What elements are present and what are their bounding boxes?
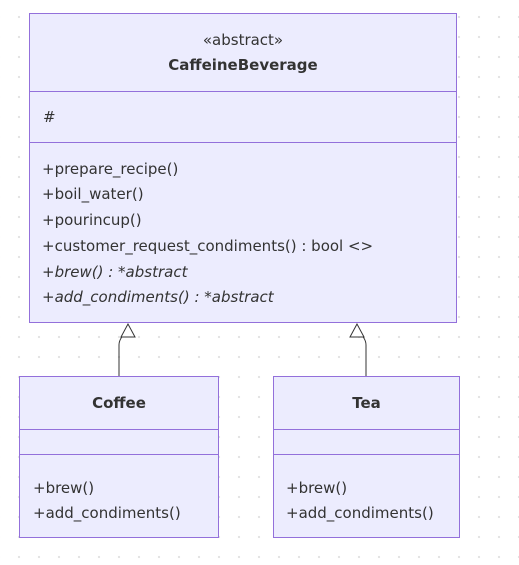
class-coffee[interactable]: Coffee +brew() +add_condiments()	[19, 376, 219, 538]
tea-inheritance-line	[357, 331, 367, 376]
attribute-item: #	[43, 108, 56, 126]
method-item: +boil_water()	[42, 185, 144, 203]
method-item: +brew()	[286, 479, 348, 497]
methods-section: +brew() +add_condiments()	[274, 454, 459, 537]
method-item: +brew()	[33, 479, 95, 497]
tea-inheritance-arrowhead	[349, 322, 365, 338]
methods-section: +brew() +add_condiments()	[20, 454, 218, 537]
attributes-section: #	[30, 91, 456, 142]
class-name: Coffee	[92, 394, 146, 412]
attributes-section	[274, 429, 459, 454]
class-header: «abstract» CaffeineBeverage	[30, 14, 456, 91]
methods-section: +prepare_recipe() +boil_water() +pourinc…	[30, 142, 456, 322]
abstract-method-item: +brew() : *abstract	[42, 263, 188, 281]
method-item: +customer_request_condiments() : bool <>	[42, 237, 374, 255]
method-item: +prepare_recipe()	[42, 160, 179, 178]
class-name: Tea	[352, 394, 381, 412]
class-name: CaffeineBeverage	[168, 56, 318, 74]
abstract-method-item: +add_condiments() : *abstract	[42, 288, 274, 306]
coffee-inheritance-arrowhead	[120, 322, 136, 338]
attributes-section	[20, 429, 218, 454]
class-header: Coffee	[20, 377, 218, 429]
class-stereotype: «abstract»	[202, 31, 284, 49]
method-item: +add_condiments()	[33, 504, 181, 522]
class-caffeine-beverage[interactable]: «abstract» CaffeineBeverage # +prepare_r…	[29, 13, 457, 323]
class-header: Tea	[274, 377, 459, 429]
coffee-inheritance-line	[118, 331, 128, 376]
method-item: +pourincup()	[42, 211, 142, 229]
method-item: +add_condiments()	[286, 504, 434, 522]
class-tea[interactable]: Tea +brew() +add_condiments()	[273, 376, 460, 538]
